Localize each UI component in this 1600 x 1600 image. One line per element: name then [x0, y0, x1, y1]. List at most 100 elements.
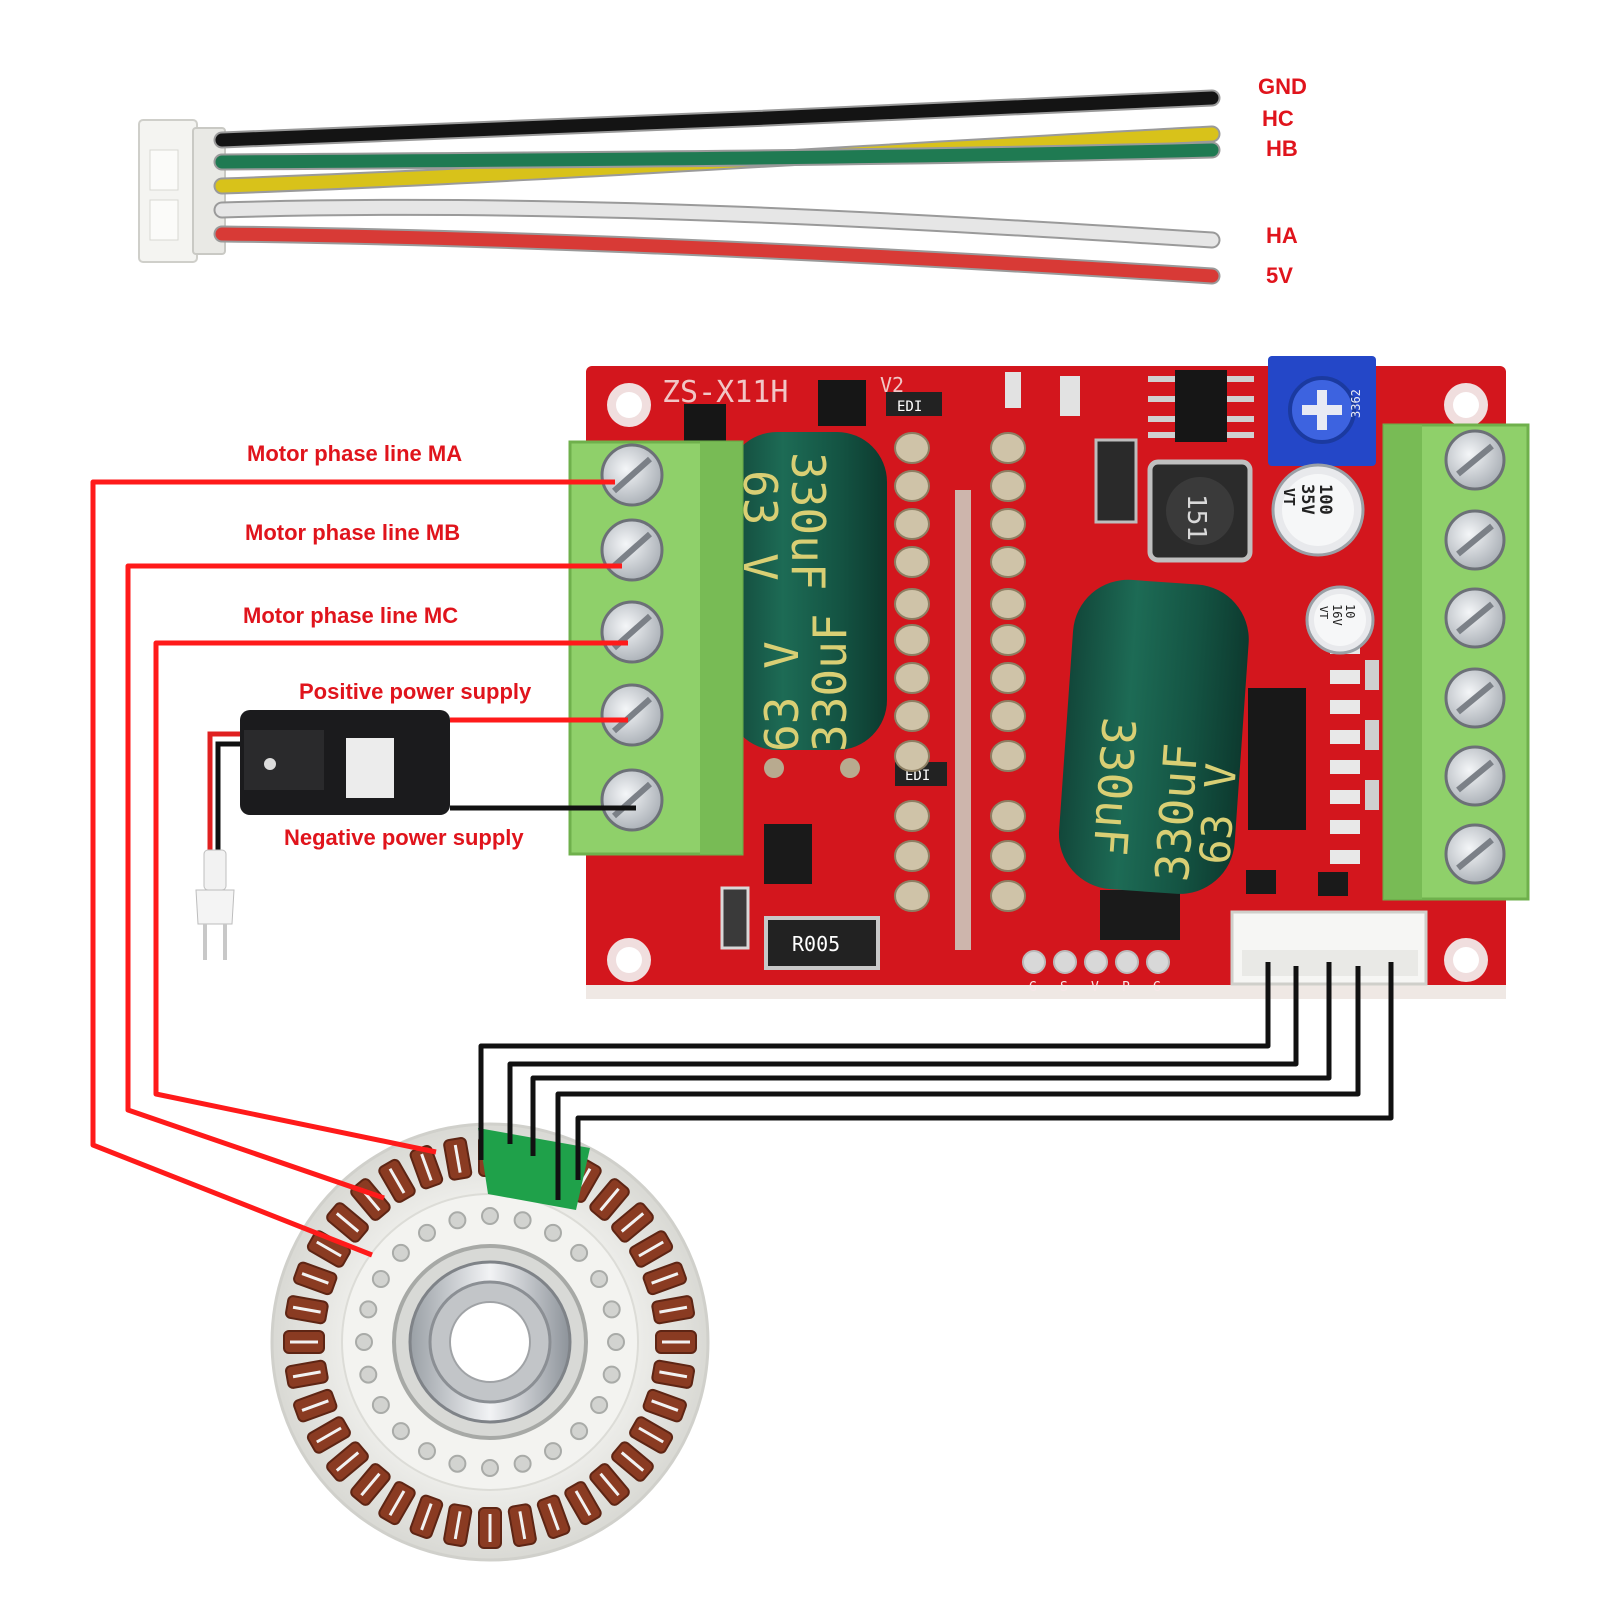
stator-hole-0 [607, 1333, 625, 1351]
signal-pad-label-0: G [1029, 980, 1037, 995]
signal-pad-0 [1022, 950, 1046, 974]
solder-pad-1-0 [990, 432, 1026, 464]
screw-slot-right-6 [1456, 837, 1494, 871]
solder-pad-0-2 [894, 508, 930, 540]
stator-hole-16 [418, 1223, 436, 1242]
mounting-holes [607, 383, 1488, 982]
solder-pad-1-2 [990, 508, 1026, 540]
screw-slot-left-1 [612, 456, 652, 494]
solder-pad-1-10 [990, 840, 1026, 872]
stator-hole-1 [602, 1365, 621, 1384]
stator-coil-tape-5 [599, 1472, 620, 1497]
cap2-value-b: 330uF [1083, 716, 1147, 858]
solder-pad-0-9 [894, 800, 930, 832]
solder-pad-0-4 [894, 588, 930, 620]
phase-wire-mc [153, 640, 628, 1155]
stator-hole-15 [391, 1243, 410, 1262]
harness-wire-ha [215, 200, 1219, 247]
stator-coil-tape-24 [388, 1168, 406, 1194]
stator-hole-8 [418, 1442, 436, 1461]
solder-pad-1-1 [990, 470, 1026, 502]
harness-wire-5v [215, 227, 1219, 283]
cap-10-voltage: 16V [1330, 604, 1344, 626]
stator-hole-5 [513, 1454, 532, 1473]
stator-coil-tape-34 [651, 1272, 679, 1285]
solder-pad-0-5 [894, 624, 930, 656]
electrolytic-cap-1: 330uF 63 V 330uF 63 V [727, 432, 887, 778]
screw-slot-right-3 [1456, 601, 1494, 635]
phase-wire-mb [125, 563, 622, 1201]
stator-coil-tape-31 [599, 1187, 620, 1212]
trim-potentiometer: 3362 [1268, 356, 1376, 466]
harness-wire-hb [215, 143, 1219, 169]
hall-signal-wire-1 [478, 962, 1271, 1160]
motor-driver-board: ZS-X11H V2 EDI EDI [568, 356, 1530, 999]
solder-pad-0-7 [894, 700, 930, 732]
cap-10-value: 10 [1343, 604, 1357, 618]
signal-pad-label-2: V [1091, 980, 1099, 995]
stator-coil-tape-1 [659, 1370, 688, 1379]
harness-wire-gnd [215, 91, 1219, 147]
label-motor-phase-mc: Motor phase line MC [243, 603, 458, 628]
stator-coil-tape-21 [316, 1240, 342, 1258]
cap1-value-a: 330uF [781, 452, 835, 590]
solder-pad-0-11 [894, 880, 930, 912]
stator-coil-tape-20 [301, 1272, 329, 1285]
screw-slot-left-4 [612, 696, 652, 734]
electrolytic-cap-2: 330uF 63 V 330uF [1058, 579, 1249, 894]
phase-wiring [90, 479, 628, 1258]
stator-coil-tape-14 [335, 1451, 360, 1472]
stator-hole-4 [544, 1442, 562, 1461]
smd-components: EDI EDI R005 [684, 370, 1379, 970]
stator-coil-tape-4 [620, 1451, 645, 1472]
hall-wiring [478, 962, 1394, 1200]
stator-coil-tape-12 [388, 1490, 406, 1516]
cap-100-voltage: 35V [1297, 484, 1317, 515]
stator-coil-tape-11 [420, 1503, 433, 1531]
cap-100uf: 100 35V VT [1271, 463, 1365, 557]
label-motor-phase-ma: Motor phase line MA [247, 441, 462, 466]
stator-hole-19 [513, 1211, 532, 1230]
cap1-value-b: 330uF [803, 614, 857, 752]
stator-coil-tape-17 [292, 1370, 321, 1379]
stator-hole-13 [359, 1300, 378, 1319]
screw-slot-right-1 [1456, 443, 1494, 477]
cap-100-value: 100 [1315, 484, 1335, 515]
harness-label-hc: HC [1262, 106, 1294, 131]
label-negative-power: Negative power supply [284, 825, 524, 850]
solder-pad-0-10 [894, 840, 930, 872]
stator-coil-tape-35 [659, 1305, 688, 1314]
stator-hole-17 [448, 1211, 467, 1230]
stator-coil-tape-13 [360, 1472, 381, 1497]
hall-signal-wire-3 [530, 962, 1332, 1156]
signal-pad-label-3: P [1122, 980, 1130, 995]
hall-signal-wire-4 [555, 966, 1361, 1200]
hall-signal-wire-2 [507, 966, 1299, 1144]
cap-10uf: 10 16V VT [1305, 585, 1375, 655]
stator-hole-6 [481, 1459, 499, 1477]
stator-coil-tape-15 [316, 1426, 342, 1444]
solder-pad-1-6 [990, 662, 1026, 694]
stator-hole-18 [481, 1207, 499, 1225]
shunt-marking: R005 [792, 932, 840, 956]
power-wiring [450, 717, 636, 811]
stator-hole-11 [359, 1365, 378, 1384]
screw-slot-left-2 [612, 531, 652, 569]
signal-pad-3 [1115, 950, 1139, 974]
screw-slot-left-5 [612, 781, 652, 819]
stator-hole-12 [355, 1333, 373, 1351]
signal-pad-2 [1084, 950, 1108, 974]
stator-hole-2 [590, 1396, 609, 1414]
stator-hole-7 [448, 1454, 467, 1473]
screw-slot-right-2 [1456, 523, 1494, 557]
hall-sensor-pcb [478, 1128, 590, 1210]
stator-coil-tape-6 [574, 1490, 592, 1516]
solder-pad-1-3 [990, 546, 1026, 578]
stator-hole-23 [602, 1300, 621, 1319]
signal-pad-label-1: S [1060, 980, 1068, 995]
stator-coil-tape-10 [453, 1511, 462, 1540]
phase-wire-ma [90, 479, 615, 1258]
